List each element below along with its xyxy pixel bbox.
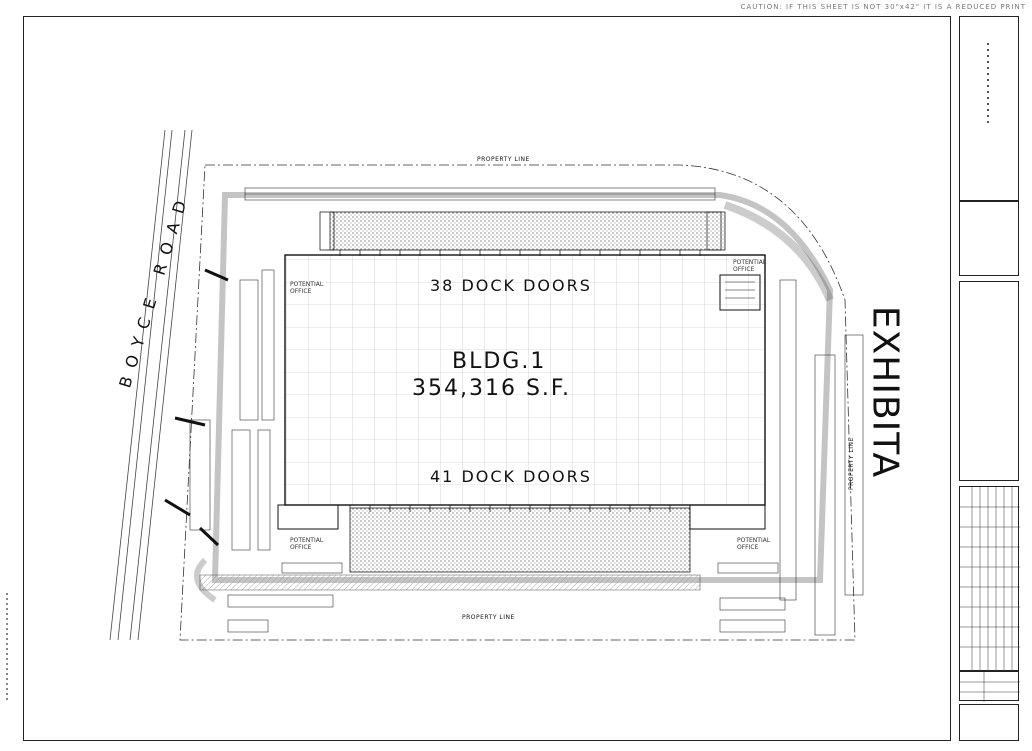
building-area-label: 354,316 S.F. xyxy=(412,376,572,401)
title-block-sheet-info xyxy=(959,671,1020,702)
building-footprint xyxy=(284,254,766,506)
office-label-northeast: POTENTIAL OFFICE xyxy=(733,259,767,273)
title-block xyxy=(959,16,1020,741)
sheet-border xyxy=(23,16,951,741)
top-parking xyxy=(244,187,716,201)
property-line-top-label: PROPERTY LINE xyxy=(477,156,530,163)
dock-doors-north-label: 38 DOCK DOORS xyxy=(430,276,592,295)
plot-stamp xyxy=(4,590,10,730)
office-label-southeast: POTENTIAL OFFICE xyxy=(737,537,771,551)
caution-note: CAUTION: IF THIS SHEET IS NOT 30"x42" IT… xyxy=(740,3,1026,11)
dock-doors-south-label: 41 DOCK DOORS xyxy=(430,467,592,486)
east-parking xyxy=(779,279,864,636)
boyce-road xyxy=(109,129,193,641)
bottom-parking xyxy=(227,562,786,633)
title-block-firm-panel xyxy=(959,16,1019,201)
title-block-stamp-panel xyxy=(959,201,1019,276)
exhibit-title: EXHIBITA xyxy=(864,305,906,479)
property-line-bottom-label: PROPERTY LINE xyxy=(462,614,515,621)
title-block-revisions-panel xyxy=(959,486,1020,672)
north-truck-court xyxy=(329,211,726,251)
west-parking xyxy=(189,269,275,551)
title-block-sheet-number xyxy=(959,704,1019,741)
firm-info xyxy=(984,39,992,139)
office-label-southwest: POTENTIAL OFFICE xyxy=(290,537,324,551)
south-truck-court xyxy=(349,507,691,573)
building-name-label: BLDG.1 xyxy=(452,349,547,374)
property-line-right-label: PROPERTY LINE xyxy=(848,437,855,490)
office-label-northwest: POTENTIAL OFFICE xyxy=(290,281,324,295)
revisions-grid xyxy=(960,487,1020,672)
title-block-project-panel xyxy=(959,281,1019,481)
property-line xyxy=(179,164,856,641)
